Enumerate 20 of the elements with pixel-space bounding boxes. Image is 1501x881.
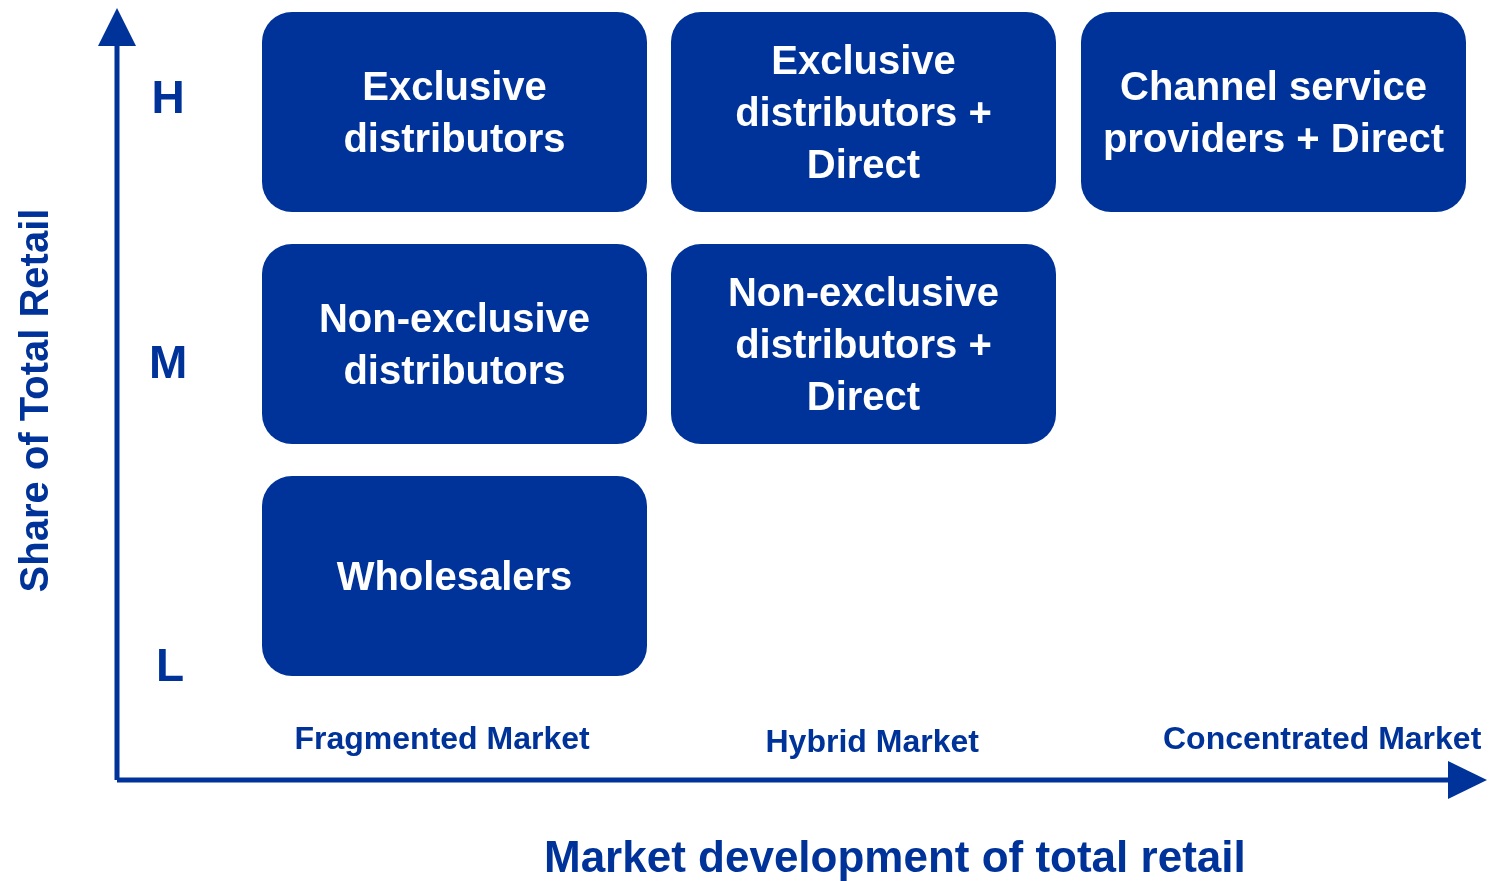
channel-box: [262, 476, 647, 676]
x-axis-title: Market development of total retail: [544, 832, 1246, 881]
y-axis-title: Share of Total Retail: [12, 208, 58, 592]
channel-box: [262, 244, 647, 444]
axis-category-label: Fragmented Market: [294, 719, 590, 757]
axis-level-label: H: [151, 70, 185, 124]
box-text: Wholesalers: [335, 553, 574, 600]
axis-category-label: Concentrated Market: [1163, 719, 1482, 757]
box-text: Exclusive distributors + Direct: [734, 37, 993, 188]
axis-category-label: Hybrid Market: [765, 722, 979, 760]
axis-level-label: M: [149, 335, 188, 389]
box-text: Non-exclusive distributors: [317, 295, 592, 394]
channel-box: [671, 12, 1056, 212]
box-text: Channel service providers + Direct: [1101, 63, 1446, 162]
box-text: Exclusive distributors: [342, 63, 567, 162]
channel-box: [1081, 12, 1466, 212]
channel-box: [671, 244, 1056, 444]
box-text: Non-exclusive distributors + Direct: [726, 269, 1001, 420]
channel-box: [262, 12, 647, 212]
axis-level-label: L: [156, 638, 185, 692]
